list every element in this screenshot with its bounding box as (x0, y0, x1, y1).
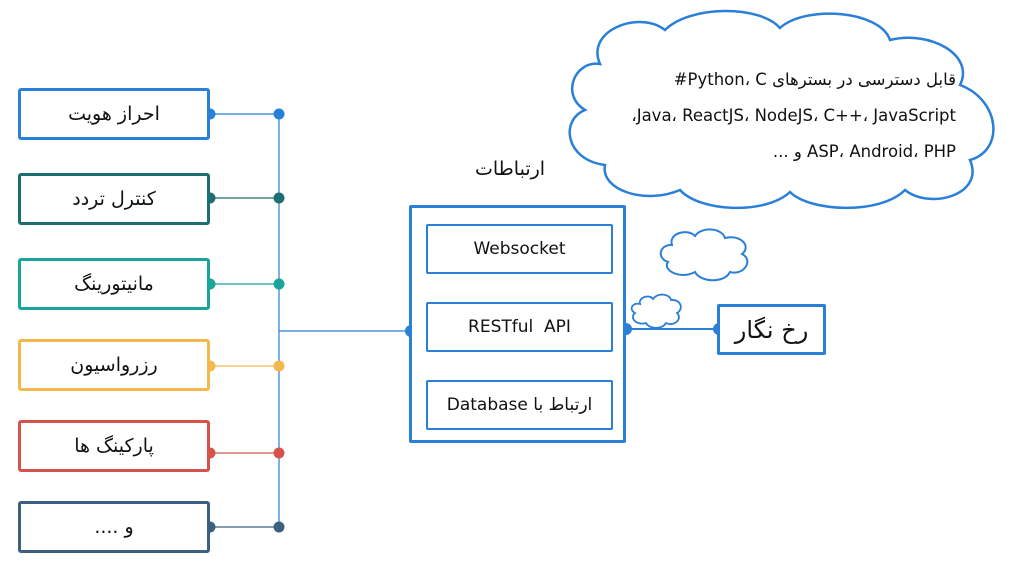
comm-item-label: RESTful API (468, 317, 571, 337)
rokhnegar-box: رخ نگار (717, 304, 826, 355)
comm-item-restful-api: RESTful API (426, 302, 613, 352)
module-authentication: احراز هویت (18, 88, 210, 140)
medium-cloud (659, 228, 749, 282)
cloud-line: ASP، Android، PHP و ... (772, 142, 956, 161)
comm-item-database: ارتباط با Database (426, 380, 613, 430)
module-parking: پارکینگ ها (18, 420, 210, 472)
bus-dot (273, 521, 285, 533)
small-cloud (630, 293, 682, 329)
rokhnegar-label: رخ نگار (734, 315, 809, 344)
module-label: احراز هویت (68, 103, 160, 125)
bus-dot (273, 360, 285, 372)
module-label: مانیتورینگ (74, 273, 154, 295)
module-access-control: کنترل تردد (18, 173, 210, 225)
bus-dot (273, 447, 285, 459)
comm-item-label: Websocket (473, 239, 566, 259)
cloud-line: قابل دسترسی در بسترهای Python، C# (673, 70, 956, 89)
bus-dot (273, 108, 285, 120)
module-connectors (204, 108, 285, 533)
big-cloud (568, 9, 995, 210)
module-label: پارکینگ ها (74, 435, 154, 457)
module-monitoring: مانیتورینگ (18, 258, 210, 310)
module-label: رزرواسیون (70, 354, 158, 376)
bus-dot (273, 192, 285, 204)
module-etc: و .... (18, 501, 210, 553)
bus-dot (273, 278, 285, 290)
cloud-line: Java، ReactJS، NodeJS، C++، JavaScript، (631, 106, 956, 125)
comm-title: ارتباطات (475, 158, 546, 180)
comm-item-websocket: Websocket (426, 224, 613, 274)
comm-item-label: ارتباط با Database (446, 395, 593, 415)
cloud-text: قابل دسترسی در بسترهای Python، C# Java، … (598, 62, 956, 170)
module-label: و .... (94, 516, 134, 538)
module-reservation: رزرواسیون (18, 339, 210, 391)
module-label: کنترل تردد (72, 188, 156, 210)
